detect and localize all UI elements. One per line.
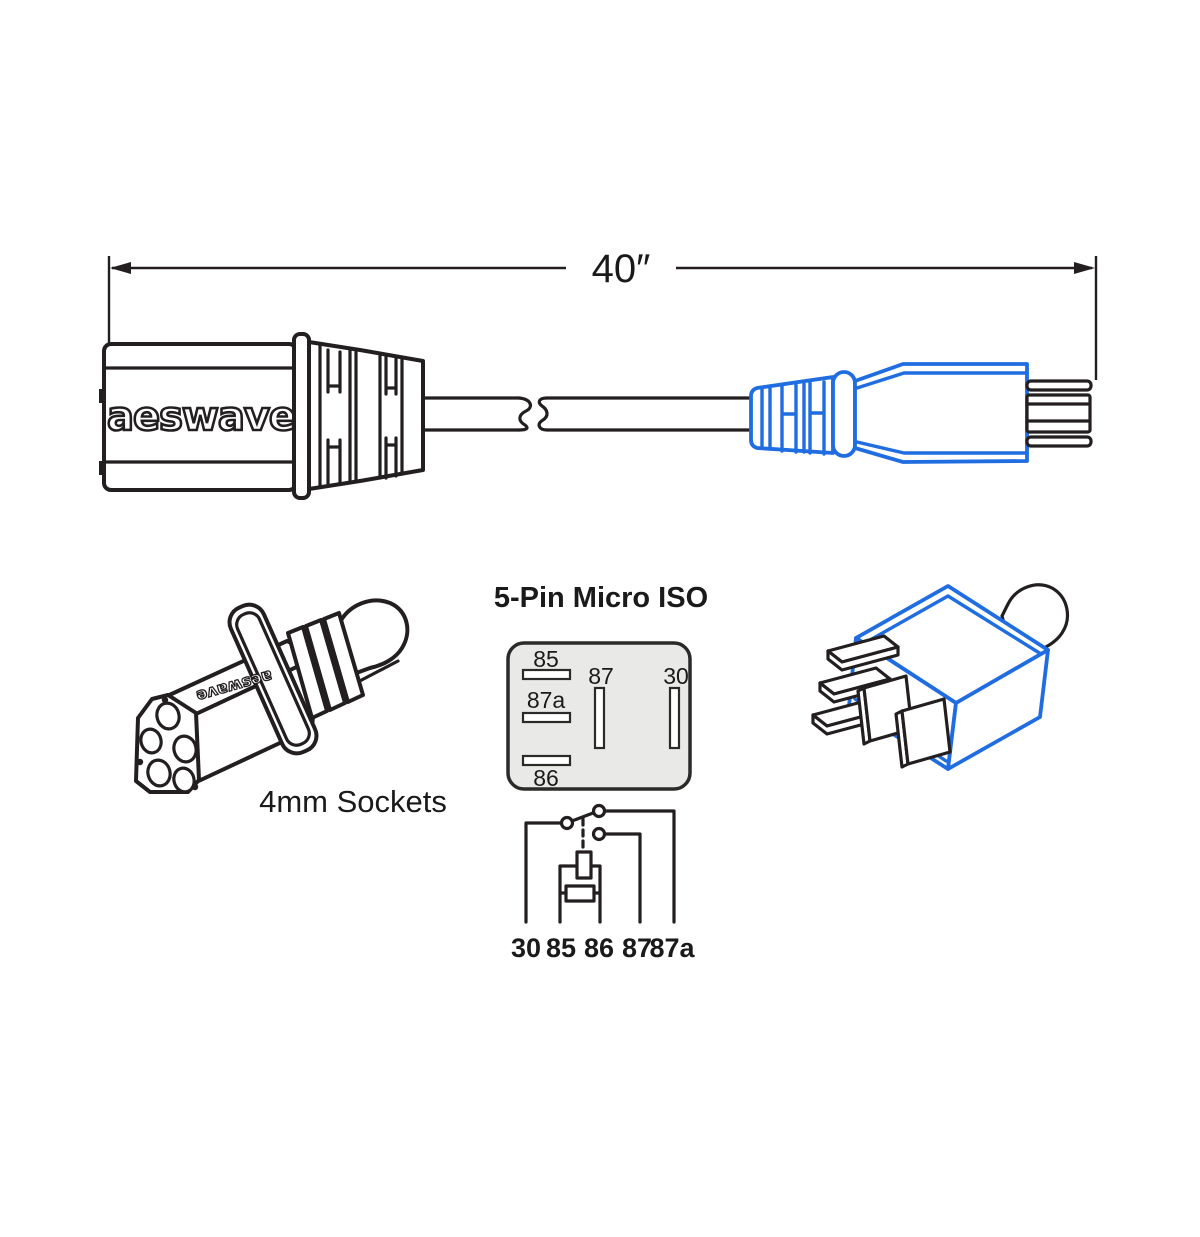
terminal-label-87a: 87a bbox=[649, 933, 695, 963]
rib bbox=[286, 625, 329, 720]
switch-arm bbox=[570, 811, 595, 823]
pin-label-85: 85 bbox=[533, 646, 559, 672]
socket-hole bbox=[146, 758, 172, 788]
pin-label-86: 86 bbox=[533, 765, 559, 791]
strain-relief-body bbox=[307, 340, 425, 491]
relay-pinout-diagram: 5-Pin Micro ISO 85 87a 86 87 30 bbox=[494, 582, 708, 791]
plug-terminals bbox=[1025, 379, 1093, 448]
keying-dot bbox=[136, 758, 144, 766]
socket-connector-drawing: aeswave 4mm Sockets bbox=[134, 598, 447, 819]
terminal-blade bbox=[1025, 393, 1092, 434]
socket-holes bbox=[136, 696, 199, 794]
socket-hole bbox=[155, 701, 181, 731]
pin-label-30: 30 bbox=[663, 663, 689, 689]
contact-nc bbox=[591, 803, 607, 819]
terminal-blade bbox=[1025, 435, 1093, 448]
left-connector-drawing: aeswave bbox=[99, 332, 425, 500]
pin-slot-87 bbox=[593, 686, 606, 750]
strain-relief-left bbox=[307, 340, 425, 491]
pin-label-87: 87 bbox=[588, 663, 614, 689]
rib bbox=[304, 618, 347, 712]
terminal-label-87: 87 bbox=[622, 933, 652, 963]
dimension-value: 40″ bbox=[592, 247, 651, 291]
pin-label-87a: 87a bbox=[527, 687, 566, 713]
relay-plug-3d-drawing bbox=[811, 583, 1070, 771]
connector-flange bbox=[292, 332, 311, 500]
strain-relief-right bbox=[749, 375, 835, 456]
arrowhead-right-icon bbox=[1074, 262, 1095, 274]
strain-relief-notch bbox=[780, 383, 798, 454]
relay-title: 5-Pin Micro ISO bbox=[494, 582, 708, 614]
plug-right-face bbox=[946, 648, 1050, 771]
strain-relief-notch bbox=[808, 380, 826, 456]
wire-86 bbox=[589, 864, 602, 924]
cable bbox=[421, 396, 758, 432]
coil-core bbox=[575, 850, 593, 880]
plug-housing bbox=[853, 362, 1029, 464]
socket-caption: 4mm Sockets bbox=[259, 784, 447, 819]
strain-relief-ribs bbox=[318, 342, 404, 489]
brand-logo: aeswave bbox=[107, 394, 295, 440]
housing-edge-line bbox=[855, 440, 1029, 455]
housing-edge-line bbox=[861, 594, 1043, 656]
terminal-label-30: 30 bbox=[511, 933, 541, 963]
wire-30 bbox=[524, 821, 563, 924]
terminal-blade-lines bbox=[1025, 402, 1090, 423]
wire-87 bbox=[603, 832, 642, 924]
strain-relief-notch bbox=[326, 348, 342, 488]
cable-break-right bbox=[537, 396, 549, 432]
pin-slot-30 bbox=[668, 686, 681, 750]
socket-hole bbox=[139, 727, 163, 755]
cable-assembly-drawing: aeswave bbox=[99, 332, 1093, 500]
clamp-ring bbox=[227, 602, 319, 756]
terminal-blade bbox=[900, 697, 952, 766]
pin-slot-87a bbox=[521, 711, 572, 724]
pin-slot-86 bbox=[521, 754, 572, 767]
length-dimension: 40″ bbox=[107, 247, 1098, 380]
relay-schematic: 30 85 86 87 87a bbox=[511, 803, 696, 963]
contact-no bbox=[591, 826, 607, 842]
right-connector-drawing bbox=[749, 362, 1093, 464]
terminal-label-86: 86 bbox=[584, 933, 614, 963]
cable-boot-edge bbox=[352, 659, 400, 686]
terminal-blade-edge bbox=[826, 645, 900, 672]
clamp-ring-inner bbox=[235, 611, 311, 747]
plug-collar bbox=[831, 370, 857, 458]
plug-terminals bbox=[811, 634, 952, 769]
wire-87a bbox=[603, 809, 676, 924]
terminal-blade bbox=[1025, 379, 1093, 392]
cable-break-left bbox=[517, 396, 533, 432]
arrowhead-left-icon bbox=[110, 262, 131, 274]
pin-slot-85 bbox=[521, 668, 572, 681]
strain-relief-ribs bbox=[760, 386, 772, 451]
strain-relief-notch bbox=[384, 354, 398, 480]
housing-edge-line bbox=[855, 371, 1029, 390]
terminal-label-85: 85 bbox=[546, 933, 576, 963]
socket-hole bbox=[172, 766, 196, 794]
contact-common bbox=[559, 815, 575, 831]
wire-85 bbox=[558, 864, 579, 924]
socket-hole bbox=[172, 734, 198, 764]
keying-dot bbox=[161, 696, 169, 704]
rib bbox=[322, 611, 365, 704]
resistor bbox=[564, 884, 596, 903]
keying-dot bbox=[191, 783, 199, 791]
